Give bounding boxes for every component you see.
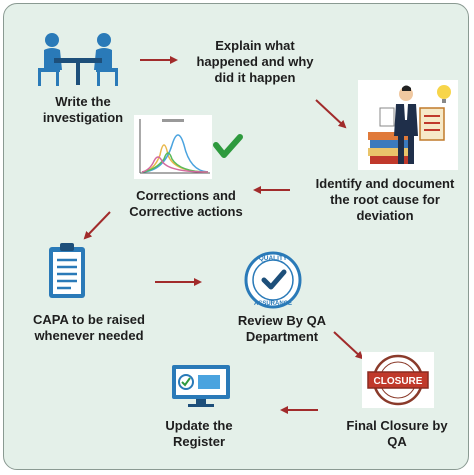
step-4-label: Corrections and Corrective actions — [129, 188, 243, 219]
computer-register-icon — [172, 365, 230, 407]
svg-text:ASSURANCE: ASSURANCE — [254, 301, 292, 307]
chart-checkmark-icon — [134, 115, 243, 179]
quality-assurance-badge-icon: QUALITY ASSURANCE — [244, 251, 302, 309]
step-3-label: Identify and document the root cause for… — [315, 176, 455, 223]
step-1-label: Write the investigation — [42, 94, 124, 125]
svg-text:QUALITY: QUALITY — [259, 255, 288, 262]
step-7-label: Final Closure by QA — [346, 418, 448, 449]
step-6-label: Review By QA Department — [237, 313, 327, 344]
step-5-label: CAPA to be raised whenever needed — [33, 312, 145, 343]
svg-text:CLOSURE: CLOSURE — [374, 376, 423, 387]
step-8-label: Update the Register — [165, 418, 233, 449]
clipboard-icon — [49, 243, 85, 298]
step-2-label: Explain what happened and why did it hap… — [196, 38, 314, 85]
meeting-icon — [38, 33, 118, 86]
businessman-documents-icon — [358, 80, 458, 170]
closure-stamp-icon: CLOSURE — [362, 352, 434, 408]
